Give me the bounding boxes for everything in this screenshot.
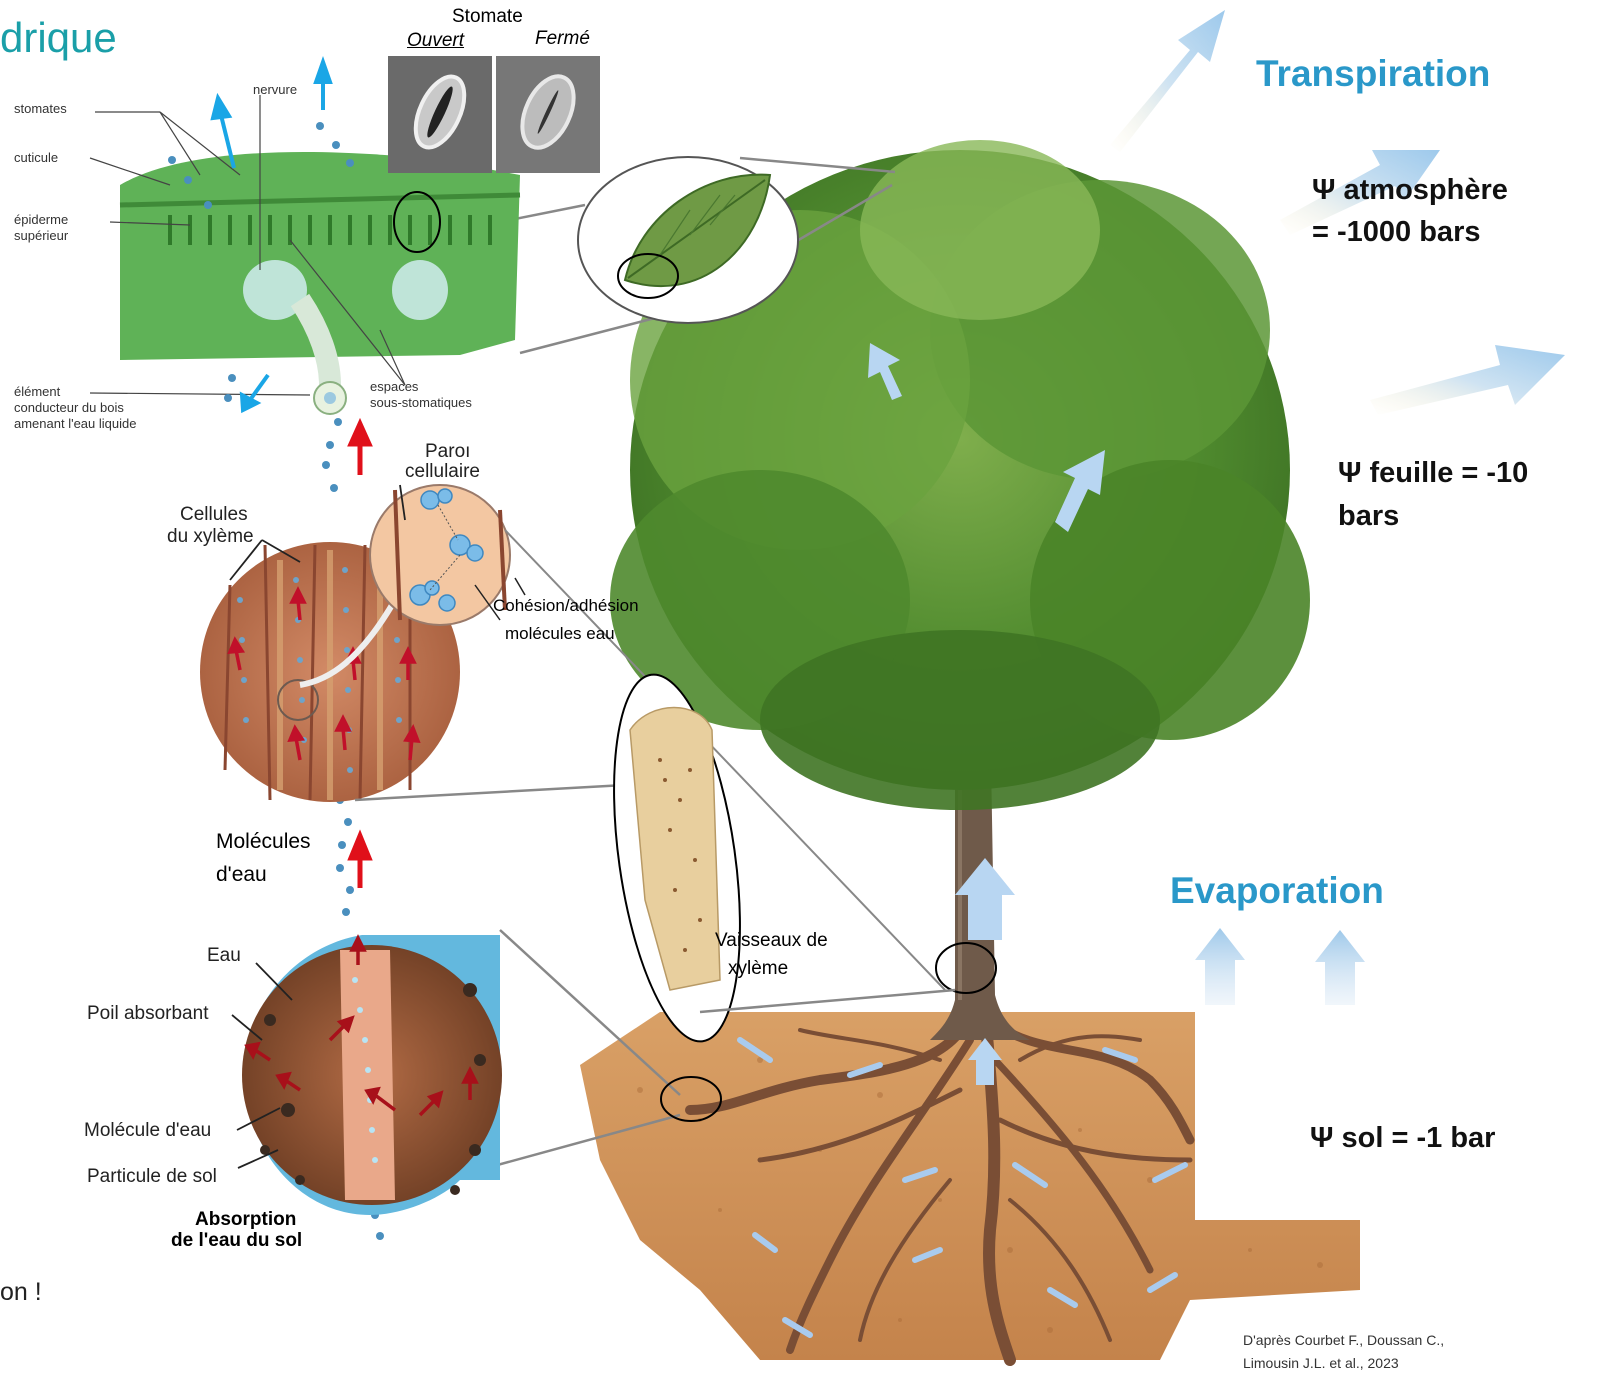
label-nervure: nervure — [253, 82, 297, 98]
psi-sol: Ψ sol = -1 bar — [1310, 1118, 1495, 1158]
label-paroi: Paroı — [425, 441, 470, 463]
label-particule-sol: Particule de sol — [87, 1166, 217, 1188]
label-molecule-deau: Molécule d'eau — [84, 1120, 211, 1142]
label-xyleme: xylème — [728, 958, 788, 980]
label-amenant: amenant l'eau liquide — [14, 416, 136, 432]
page-title-fragment: drique — [0, 14, 117, 62]
stomate-open-label: Ouvert — [407, 30, 464, 52]
label-transpiration: Transpiration — [1256, 53, 1490, 95]
leaf-cross-section — [120, 152, 520, 414]
label-conducteur: conducteur du bois — [14, 400, 124, 416]
psi-feuille-line2: bars — [1338, 496, 1399, 536]
evaporation-arrows — [1195, 928, 1365, 1005]
stomate-photos — [388, 56, 600, 173]
label-vaisseaux: Vaisseaux de — [715, 930, 828, 952]
label-cuticule: cuticule — [14, 150, 58, 166]
label-espaces: espaces — [370, 379, 418, 395]
label-molecules: Molécules — [216, 830, 311, 854]
credit-line2: Limousin J.L. et al., 2023 — [1243, 1355, 1399, 1371]
label-de-leau-du-sol: de l'eau du sol — [171, 1230, 302, 1252]
label-absorption: Absorption — [195, 1209, 296, 1231]
label-eau: Eau — [207, 945, 241, 967]
psi-feuille-line1: Ψ feuille = -10 — [1338, 453, 1528, 493]
label-poil-absorbant: Poil absorbant — [87, 1003, 208, 1025]
label-du-xyleme: du xylème — [167, 526, 254, 548]
label-cohesion: Cohésion/adhésion — [493, 596, 639, 616]
label-sous-stomatiques: sous-stomatiques — [370, 395, 472, 411]
credit-line1: D'après Courbet F., Doussan C., — [1243, 1332, 1444, 1348]
stomate-closed-label: Fermé — [535, 28, 590, 50]
label-epiderme: épiderme — [14, 212, 68, 228]
label-stomates: stomates — [14, 101, 67, 117]
label-cellulaire: cellulaire — [405, 461, 480, 483]
label-element: élément — [14, 384, 60, 400]
psi-atmosphere-line2: = -1000 bars — [1312, 212, 1480, 252]
label-evaporation: Evaporation — [1170, 870, 1384, 912]
soil-block — [580, 1012, 1360, 1360]
label-deau: d'eau — [216, 863, 267, 887]
label-superieur: supérieur — [14, 228, 68, 244]
psi-atmosphere-line1: Ψ atmosphère — [1312, 170, 1508, 210]
stomate-title: Stomate — [452, 6, 523, 28]
label-cellules: Cellules — [180, 504, 248, 526]
label-molecules-eau: molécules eau — [505, 624, 615, 644]
footer-text-fragment: on ! — [0, 1278, 42, 1307]
